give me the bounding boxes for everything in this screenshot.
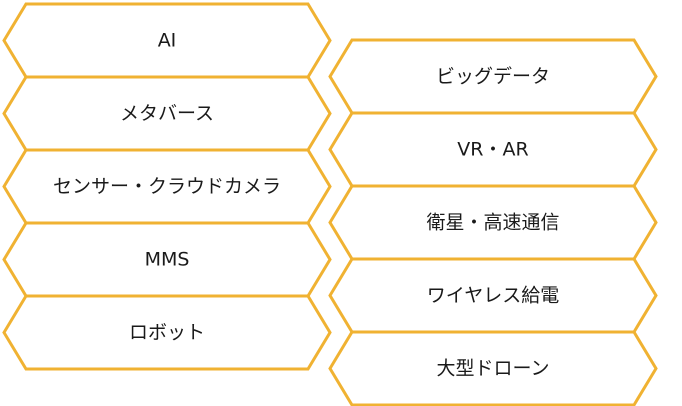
hexagon-sensor-camera: センサー・クラウドカメラ <box>2 148 332 225</box>
hexagon-metaverse: メタバース <box>2 75 332 152</box>
hexagon-label-large-drone: 大型ドローン <box>436 358 549 380</box>
hexagon-ai: AI <box>2 2 332 79</box>
hexagon-satellite-network: 衛星・高速通信 <box>328 184 658 261</box>
hexagon-big-data: ビッグデータ <box>328 38 658 115</box>
hexagon-outline <box>328 330 658 406</box>
hexagon-robot: ロボット <box>2 294 332 371</box>
hexagon-label-metaverse: メタバース <box>120 103 214 125</box>
hexagon-label-robot: ロボット <box>129 322 205 344</box>
hexagon-vr-ar: VR・AR <box>328 111 658 188</box>
hexagon-label-wireless-power: ワイヤレス給電 <box>427 285 559 307</box>
hexagon-outline <box>2 294 332 371</box>
hexagon-wireless-power: ワイヤレス給電 <box>328 257 658 334</box>
hexagon-label-vr-ar: VR・AR <box>457 139 528 161</box>
hexagon-label-big-data: ビッグデータ <box>436 66 550 88</box>
hexagon-mms: MMS <box>2 221 332 298</box>
hexagon-label-ai: AI <box>158 30 177 52</box>
hexagon-large-drone: 大型ドローン <box>328 330 658 406</box>
hexagon-label-mms: MMS <box>145 249 190 271</box>
hexagon-label-sensor-camera: センサー・クラウドカメラ <box>53 176 281 198</box>
hexagon-label-satellite-network: 衛星・高速通信 <box>426 212 559 234</box>
